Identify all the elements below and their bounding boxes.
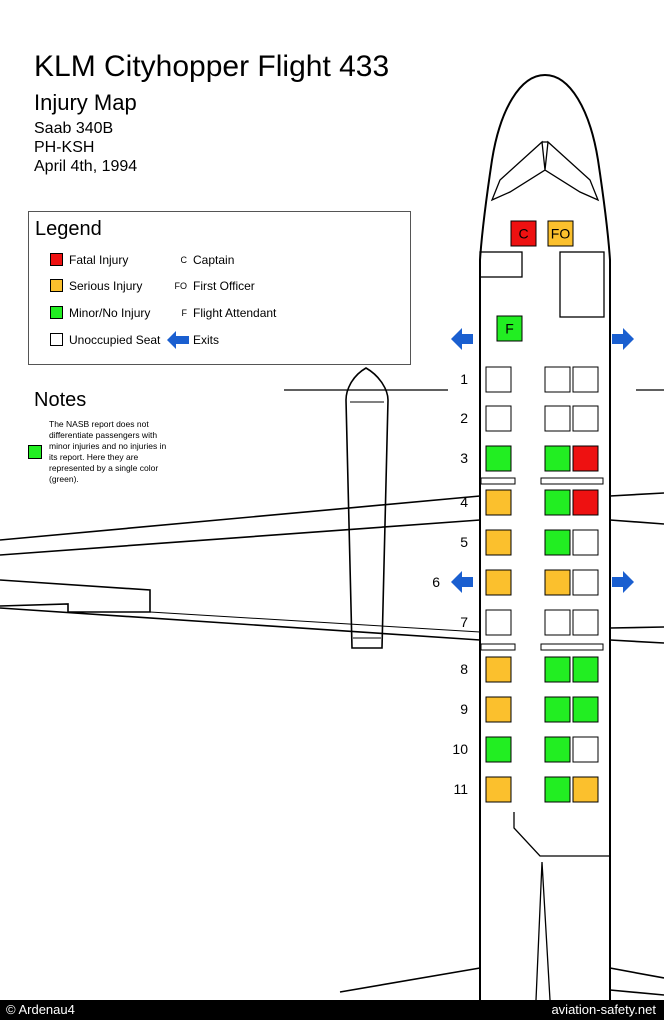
- seat-row11-1: [485, 776, 512, 803]
- front-left-exit-arrow-icon: [451, 328, 473, 350]
- seat-row6-2: [544, 569, 571, 596]
- svg-text:C: C: [518, 226, 528, 242]
- legend-label-first-officer: First Officer: [193, 279, 255, 293]
- seat-row10-1: [485, 736, 512, 763]
- row-number-11: 11: [453, 781, 468, 797]
- seat-row9-3: [572, 696, 599, 723]
- seat-row3-2: [544, 445, 571, 472]
- seat-row1-2: [544, 366, 571, 393]
- left-wing: [0, 495, 481, 641]
- row-number-3: 3: [460, 450, 468, 466]
- seat-row8-1: [485, 656, 512, 683]
- legend-code-flight-attendant: F: [181, 308, 188, 318]
- legend-code-first-officer: FO: [174, 281, 188, 291]
- seat-row4-2: [544, 489, 571, 516]
- page-title: KLM Cityhopper Flight 433: [34, 50, 390, 83]
- seat-row2-1: [485, 405, 512, 432]
- legend-swatch-fatal: [50, 253, 63, 266]
- footer-credit: © Ardenau4: [6, 1002, 75, 1017]
- svg-text:F: F: [505, 321, 514, 337]
- legend-label-unoccupied: Unoccupied Seat: [69, 333, 161, 347]
- accident-date: April 4th, 1994: [34, 158, 138, 175]
- row-number-6: 6: [432, 574, 440, 590]
- seat-row7-1: [485, 609, 512, 636]
- legend-label-captain: Captain: [193, 253, 235, 267]
- legend-swatch-minor: [50, 306, 63, 319]
- row-number-10: 10: [452, 741, 468, 757]
- seat-row4-1: [485, 489, 512, 516]
- legend-title: Legend: [35, 218, 102, 240]
- tail-cone: [535, 861, 551, 1001]
- row-number-2: 2: [460, 410, 468, 426]
- seat-row9-1: [485, 696, 512, 723]
- legend-exit-arrow-icon: [167, 331, 189, 349]
- notes-title: Notes: [34, 389, 87, 411]
- right-wing: [609, 492, 664, 644]
- cockpit-windows: [490, 140, 600, 202]
- seat-row7-3: [572, 609, 599, 636]
- seat-row5-3: [572, 529, 599, 556]
- seat-row2-3: [572, 405, 599, 432]
- legend-label-minor: Minor/No Injury: [69, 306, 151, 320]
- seat-row7-2: [544, 609, 571, 636]
- svg-text:FO: FO: [551, 226, 571, 242]
- horizontal-stabilizer: [339, 967, 664, 996]
- seat-row4-3: [572, 489, 599, 516]
- row6-right-exit-arrow-icon: [612, 571, 634, 593]
- row-number-9: 9: [460, 701, 468, 717]
- seat-row9-2: [544, 696, 571, 723]
- row-number-5: 5: [460, 534, 468, 550]
- seat-row6-1: [485, 569, 512, 596]
- seat-row6-3: [572, 569, 599, 596]
- row6-left-exit-arrow-icon: [451, 571, 473, 593]
- seat-row10-2: [544, 736, 571, 763]
- page-subtitle: Injury Map: [34, 90, 137, 115]
- seat-row5-2: [544, 529, 571, 556]
- seat-row11-2: [544, 776, 571, 803]
- legend: Legend Fatal Injury Serious Injury Minor…: [28, 211, 411, 365]
- seat-row3-1: [485, 445, 512, 472]
- divider-row3-2: [540, 477, 604, 485]
- legend-code-captain: C: [180, 255, 188, 265]
- notes-text: The NASB report does not differentiate p…: [49, 419, 167, 484]
- left-wing-flap: [149, 611, 481, 633]
- divider-row7-2: [540, 643, 604, 651]
- divider-row7-1: [480, 643, 516, 651]
- row-number-4: 4: [460, 494, 468, 510]
- seat-row3-3: [572, 445, 599, 472]
- row-number-1: 1: [460, 371, 468, 387]
- legend-label-serious: Serious Injury: [69, 279, 143, 293]
- seat-row1-3: [572, 366, 599, 393]
- galley-left: [479, 251, 523, 278]
- footer-source: aviation-safety.net: [551, 1002, 656, 1017]
- captain-seat: C: [510, 220, 537, 247]
- seat-row2-2: [544, 405, 571, 432]
- legend-label-exits: Exits: [193, 333, 220, 347]
- aircraft-type: Saab 340B: [34, 120, 114, 137]
- tail-section: [513, 812, 610, 857]
- seat-row11-3: [572, 776, 599, 803]
- legend-label-flight-attendant: Flight Attendant: [193, 306, 277, 320]
- legend-swatch-serious: [50, 279, 63, 292]
- first-officer-seat: FO: [547, 220, 574, 247]
- flight-attendant-seat: F: [496, 315, 523, 342]
- front-right-exit-arrow-icon: [612, 328, 634, 350]
- legend-label-fatal: Fatal Injury: [69, 253, 129, 267]
- seat-row1-1: [485, 366, 512, 393]
- seat-row8-3: [572, 656, 599, 683]
- row-number-7: 7: [460, 614, 468, 630]
- notes-swatch-minor: [28, 445, 42, 459]
- legend-swatch-unoccupied: [50, 333, 63, 346]
- seat-row8-2: [544, 656, 571, 683]
- fuselage: [479, 74, 611, 1000]
- registration: PH-KSH: [34, 139, 95, 156]
- footer-bar: © Ardenau4 aviation-safety.net: [0, 1000, 664, 1020]
- seat-row5-1: [485, 529, 512, 556]
- lavatory-right: [559, 251, 605, 318]
- left-engine: [345, 367, 389, 649]
- seat-row10-3: [572, 736, 599, 763]
- divider-row3-1: [480, 477, 516, 485]
- row-number-8: 8: [460, 661, 468, 677]
